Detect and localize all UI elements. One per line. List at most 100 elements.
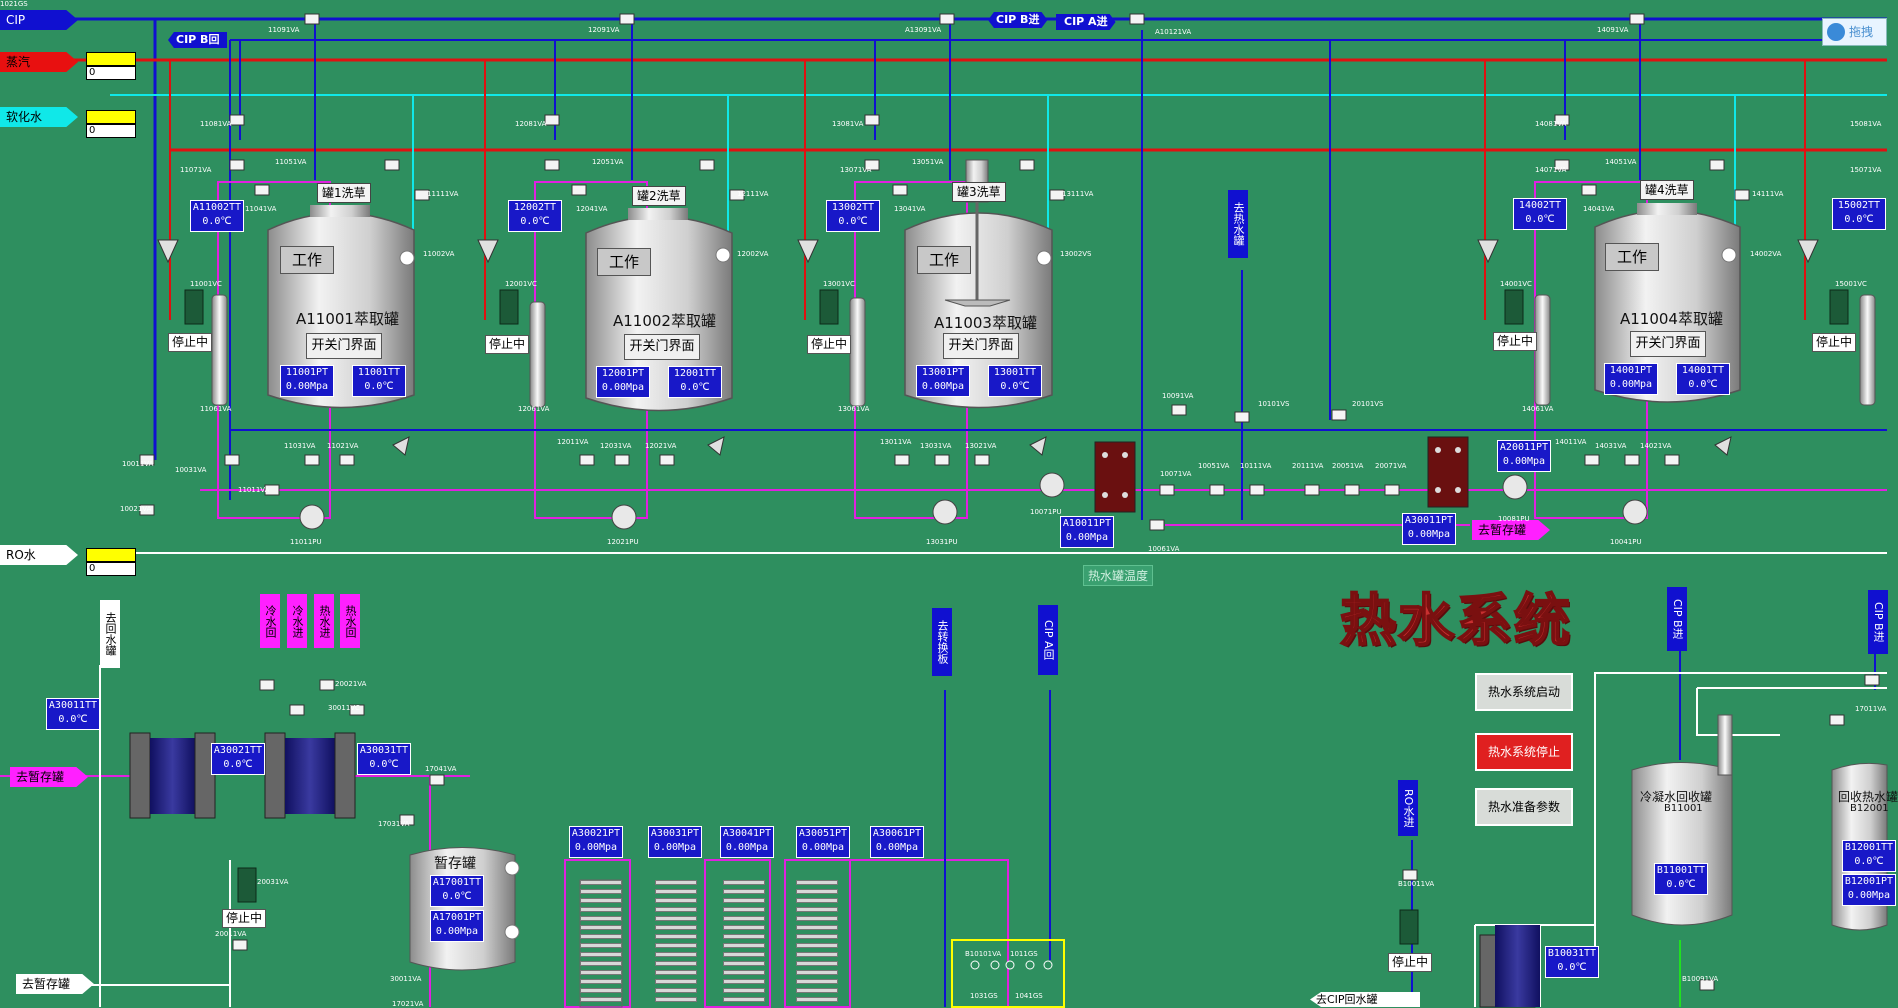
valve-tag-label: 10071PU	[1030, 508, 1062, 516]
valve-tag-label: 12051VA	[592, 158, 624, 166]
radiator-fin	[723, 943, 765, 948]
tank-2-status: 停止中	[485, 335, 530, 354]
hot-system-params-button[interactable]: 热水准备参数	[1475, 788, 1573, 826]
tank-4-work-button[interactable]: 工作	[1605, 243, 1659, 271]
to-exchanger-tag: 去转换板	[932, 608, 952, 676]
tank-2-door-button[interactable]: 开关门界面	[624, 334, 700, 360]
radiator-fin	[796, 907, 838, 912]
valve-tag-label: 14002VA	[1750, 250, 1782, 258]
valve-tag-label: 10071VA	[1160, 470, 1192, 478]
tank-1-door-button[interactable]: 开关门界面	[306, 333, 382, 359]
radiator-fin	[796, 988, 838, 993]
tank-3-door-button[interactable]: 开关门界面	[943, 333, 1019, 359]
radiator-fin	[723, 997, 765, 1002]
radiator-fin	[723, 898, 765, 903]
radiator-fin	[796, 943, 838, 948]
valve-tag-label: 10021VA	[120, 505, 152, 513]
hot-system-start-button[interactable]: 热水系统启动	[1475, 673, 1573, 711]
radiator-fin	[655, 916, 697, 921]
tank-1-status: 停止中	[168, 333, 213, 352]
valve-tag-label: 12061VA	[518, 405, 550, 413]
soft-water-flow-value: 0	[86, 124, 136, 138]
radiator-fin	[796, 916, 838, 921]
radiator-fin	[723, 880, 765, 885]
radiator-fin	[796, 925, 838, 930]
valve-tag-label: 13061VA	[838, 405, 870, 413]
return-water-tank-tag: 去回水罐	[100, 600, 120, 668]
tank-2-work-button[interactable]: 工作	[597, 248, 651, 276]
tank-1-wash-button[interactable]: 罐1洗草	[317, 183, 371, 203]
ro-water-flow-value: 0	[86, 562, 136, 576]
radiator-fin	[796, 889, 838, 894]
valve-tag-label: 1041GS	[1015, 992, 1043, 1000]
valve-tag-label: 12111VA	[737, 190, 769, 198]
radiator-fin	[796, 898, 838, 903]
valve-tag-label: 11011PU	[290, 538, 322, 546]
condensate-tank-code: B11001	[1664, 803, 1703, 814]
valve-tag-label: 12081VA	[515, 120, 547, 128]
ro-water-in-tag: RO水进	[1398, 780, 1418, 836]
valve-tag-label: B10101VA	[965, 950, 1002, 958]
radiator-fin	[580, 925, 622, 930]
tank-1-name: A11001萃取罐	[296, 310, 399, 328]
valve-tag-label: 30011VC	[328, 704, 360, 712]
radiator-3	[723, 880, 765, 1007]
valve-tag-label: 11001VC	[190, 280, 222, 288]
valve-tag-label: 14021VA	[1640, 442, 1672, 450]
valve-tag-label: 17011VA	[1855, 705, 1887, 713]
source-steam-tag: 蒸汽	[0, 52, 78, 72]
valve-tag-label: 13011VA	[880, 438, 912, 446]
radiator-fin	[655, 880, 697, 885]
valve-tag-label: 11091VA	[268, 26, 300, 34]
radiator-fin	[580, 907, 622, 912]
hot-water-return-tag: 热水回	[340, 594, 360, 648]
tank-4-door-button[interactable]: 开关门界面	[1630, 331, 1706, 357]
soft-water-flow-indicator[interactable]: 0	[86, 110, 136, 140]
ro-water-flow-indicator[interactable]: 0	[86, 548, 136, 578]
tank-4-name: A11004萃取罐	[1620, 310, 1723, 328]
cip-b-return-tag: CIP B回	[168, 32, 228, 48]
valve-tag-label: 10031VA	[175, 466, 207, 474]
valve-tag-label: 14071VA	[1535, 166, 1567, 174]
hot-water-system-title: 热水系统	[1339, 587, 1572, 655]
valve-tag-label: 15071VA	[1850, 166, 1882, 174]
source-cip-tag: CIP	[0, 10, 78, 30]
radiator-fin	[723, 979, 765, 984]
valve-tag-label: 20101VS	[1352, 400, 1384, 408]
drag-button[interactable]: 拖拽	[1822, 18, 1887, 46]
valve-tag-label: 11002VA	[423, 250, 455, 258]
ro-valve-status: 停止中	[1388, 953, 1433, 972]
valve-30011-status: 停止中	[222, 909, 267, 928]
tank-3-wash-button[interactable]: 罐3洗草	[952, 182, 1006, 202]
tank-2-name: A11002萃取罐	[613, 312, 716, 330]
valve-tag-label: 12041VA	[576, 205, 608, 213]
tank-1-work-button[interactable]: 工作	[280, 246, 334, 274]
tank-2-wash-button[interactable]: 罐2洗草	[632, 186, 686, 206]
tank-3-work-button[interactable]: 工作	[917, 246, 971, 274]
steam-flow-indicator[interactable]: 0	[86, 52, 136, 82]
hot-system-stop-button[interactable]: 热水系统停止	[1475, 733, 1573, 771]
valve-tag-label: 13111VA	[1062, 190, 1094, 198]
radiator-fin	[580, 952, 622, 957]
tank-4-wash-button[interactable]: 罐4洗草	[1640, 180, 1694, 200]
hot-tank-temp-label[interactable]: 热水罐温度	[1083, 565, 1154, 586]
valve-tag-label: A13091VA	[905, 26, 942, 34]
go-cip-return-tank-tag: 去CIP回水罐	[1310, 992, 1420, 1007]
valve-tag-label: 11071VA	[180, 166, 212, 174]
valve-tag-label: 12021PU	[607, 538, 639, 546]
